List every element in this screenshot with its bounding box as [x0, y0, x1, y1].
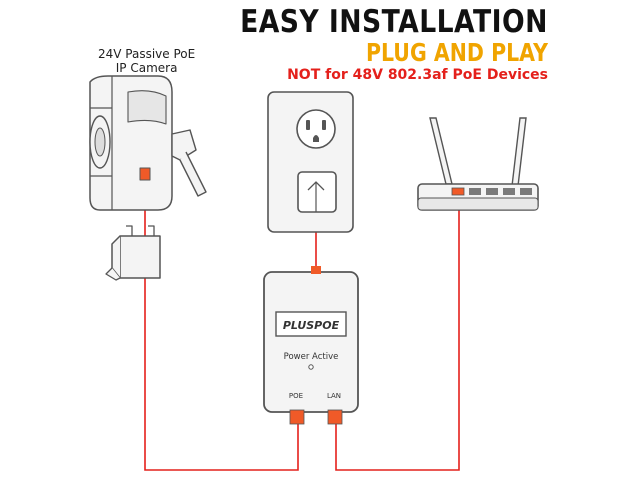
poe-port-connector: [289, 409, 305, 425]
camera-label-line1: 24V Passive PoE: [98, 47, 196, 61]
wall-outlet-icon: [267, 91, 354, 233]
port-label-poe: POE: [289, 392, 303, 400]
compatibility-warning: NOT for 48V 802.3af PoE Devices: [287, 67, 548, 83]
cable-lan-to-router: [335, 194, 460, 471]
router-antenna-right: [511, 117, 527, 187]
camera-label: 24V Passive PoE IP Camera: [98, 47, 195, 75]
lan-port-connector: [327, 409, 343, 425]
ip-camera-icon: [89, 75, 207, 281]
power-led-indicator: [308, 364, 314, 370]
camera-label-line2: IP Camera: [115, 61, 178, 75]
injector-brand: PLUSPOE: [283, 319, 340, 332]
port-label-lan: LAN: [327, 392, 341, 400]
page-subtitle: PLUG AND PLAY: [366, 38, 548, 67]
page-title: EASY INSTALLATION: [240, 4, 548, 40]
router-icon: [417, 117, 539, 211]
router-antenna-left: [429, 117, 453, 185]
cable-camera-to-poe: [144, 180, 299, 471]
power-active-label: Power Active: [284, 352, 339, 362]
poe-injector-icon: PLUSPOE Power Active POE LAN: [263, 266, 359, 425]
